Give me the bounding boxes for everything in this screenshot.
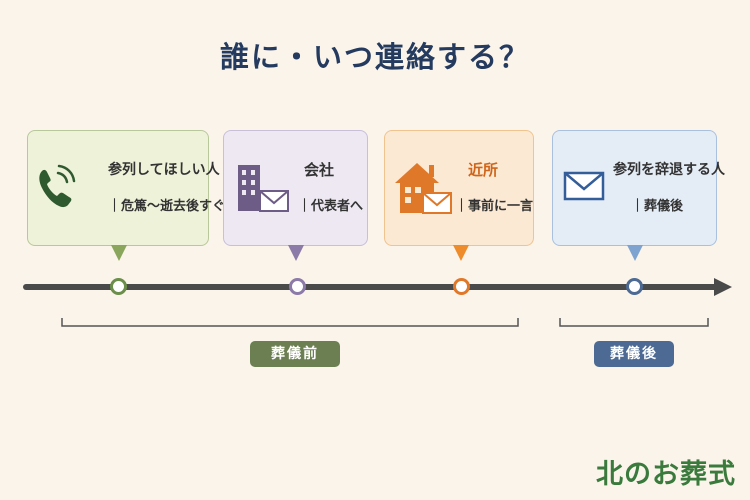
card-title: 会社 [304,161,335,179]
card-pointer [288,245,304,261]
card-timing: ｜葬儀後 [631,199,684,214]
card-neighbors: 近所 ｜事前に一言 [384,130,534,261]
phase-before-funeral: 葬儀前 [250,341,340,367]
timeline-node [110,278,127,295]
timeline-node [289,278,306,295]
timeline-node [453,278,470,295]
phone-icon [36,163,76,213]
card-title: 参列を辞退する人 [613,162,725,178]
brand-logo: 北のお葬式 [596,459,736,490]
diagram-title: 誰に・いつ連絡する？ [219,40,530,74]
card-pointer [111,245,127,261]
card-pointer [453,245,469,261]
timeline-node [626,278,643,295]
card-title: 近所 [468,161,499,179]
card-timing: ｜危篤〜逝去後すぐ [108,199,226,214]
phase-after-funeral: 葬儀後 [594,341,674,367]
card-timing: ｜代表者へ [298,199,364,214]
house-mail-icon [393,159,457,221]
card-declined: 参列を辞退する人 ｜葬儀後 [552,130,725,261]
card-pointer [627,245,643,261]
card-attendees: 参列してほしい人 ｜危篤〜逝去後すぐ [27,130,225,261]
mail-icon [563,171,605,205]
card-company: 会社 ｜代表者へ [223,130,368,261]
building-mail-icon [236,161,294,217]
card-title: 参列してほしい人 [108,162,220,178]
card-timing: ｜事前に一言 [455,199,534,214]
